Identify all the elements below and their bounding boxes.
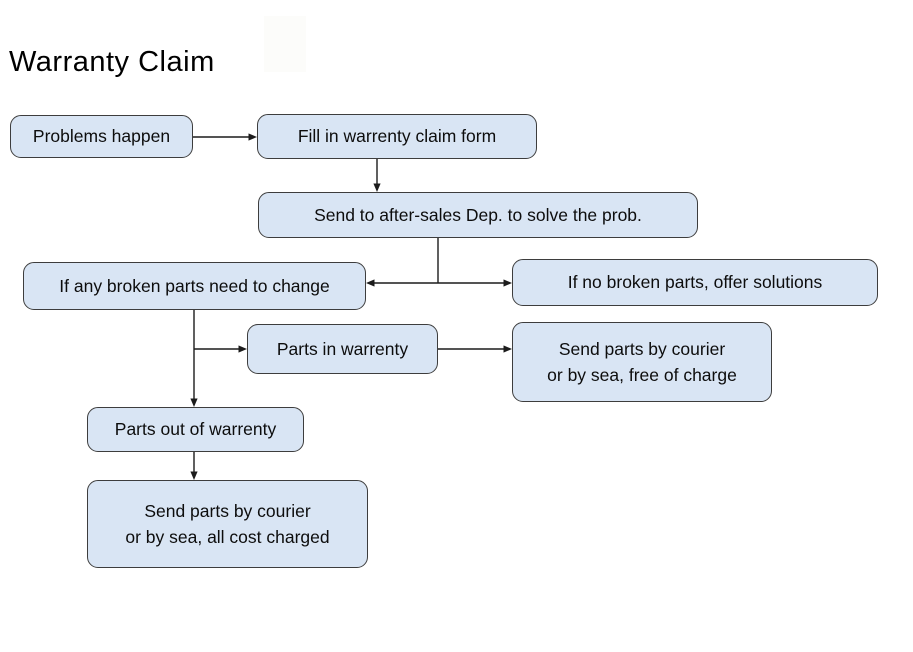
node-no-broken-parts-offer-solutions: If no broken parts, offer solutions — [512, 259, 878, 306]
node-parts-out-of-warranty: Parts out of warrenty — [87, 407, 304, 452]
node-send-parts-all-cost-charged: Send parts by courier or by sea, all cos… — [87, 480, 368, 568]
background-artifact — [264, 16, 306, 72]
node-send-parts-free-of-charge: Send parts by courier or by sea, free of… — [512, 322, 772, 402]
node-fill-warranty-claim-form: Fill in warrenty claim form — [257, 114, 537, 159]
node-broken-parts-need-change: If any broken parts need to change — [23, 262, 366, 310]
node-send-to-after-sales-dept: Send to after-sales Dep. to solve the pr… — [258, 192, 698, 238]
node-parts-in-warranty: Parts in warrenty — [247, 324, 438, 374]
node-problems-happen: Problems happen — [10, 115, 193, 158]
page-title: Warranty Claim — [9, 46, 215, 79]
